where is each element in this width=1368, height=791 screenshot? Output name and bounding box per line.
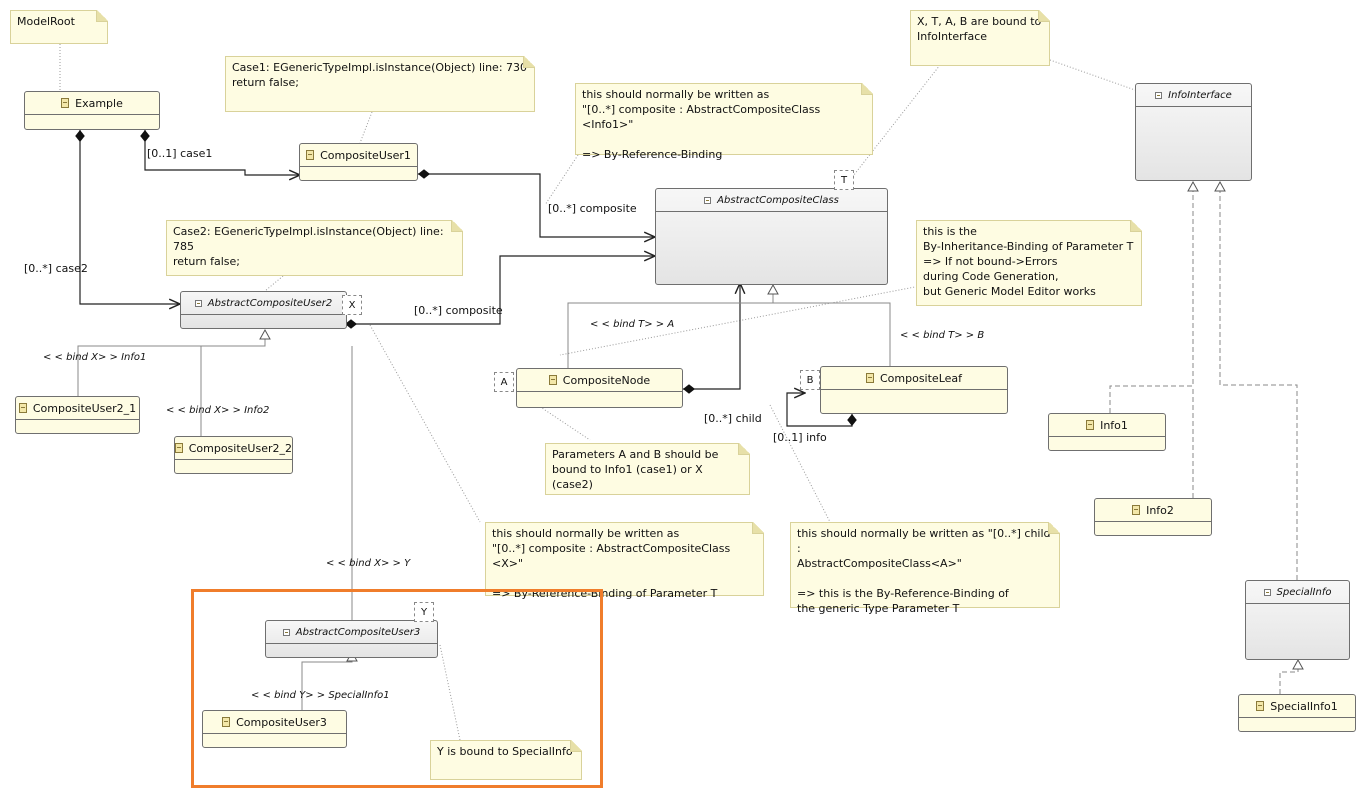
label-bind-x-info1: < < bind X> > Info1 [43,352,147,363]
label-bind-t-a: < < bind T> > A [590,319,675,330]
class-abstract-composite-class[interactable]: AbstractCompositeClass [655,188,888,285]
type-parameter-a: A [494,372,514,392]
note-case2: Case2: EGenericTypeImpl.isInstance(Objec… [166,220,463,276]
class-icon [306,150,315,160]
note-by-reference-binding-x: this should normally be written as "[0..… [485,522,764,600]
abstract-class-icon [704,196,712,204]
class-name: Info1 [1100,418,1128,432]
generalizations [77,283,891,710]
class-composite-user1[interactable]: CompositeUser1 [299,143,418,181]
label-bind-y-special-info1: < < bind Y> > SpecialInfo1 [251,690,390,701]
class-composite-user2-1[interactable]: CompositeUser2_1 [15,396,140,434]
label-bind-x-info2: < < bind X> > Info2 [166,405,270,416]
label-child-reference: [0..*] child [704,412,762,425]
label-bind-x-y: < < bind X> > Y [326,558,411,569]
class-special-info[interactable]: SpecialInfo [1245,580,1350,660]
class-name: AbstractCompositeUser2 [207,297,333,309]
class-example[interactable]: Example [24,91,160,130]
class-info1[interactable]: Info1 [1048,413,1166,451]
class-icon [222,717,231,727]
note-model-root: ModelRoot [10,10,108,44]
abstract-class-icon [282,628,290,636]
class-icon [61,98,70,108]
class-composite-node[interactable]: CompositeNode [516,368,683,408]
class-icon [175,443,183,453]
class-icon [865,373,874,383]
highlight-box [191,589,603,788]
class-name: SpecialInfo [1276,586,1332,598]
class-name: CompositeUser1 [320,148,411,162]
class-info-interface[interactable]: InfoInterface [1135,83,1252,181]
class-name: Info2 [1146,503,1174,517]
class-name: CompositeLeaf [879,371,963,385]
label-case1-reference: [0..1] case1 [147,147,213,160]
class-icon [1256,701,1265,711]
associations [80,130,852,427]
note-by-reference-binding-info1: this should normally be written as "[0..… [575,83,873,161]
class-name: CompositeUser2_2 [188,441,292,455]
note-by-reference-binding-child: this should normally be written as "[0..… [790,522,1060,615]
class-info2[interactable]: Info2 [1094,498,1212,536]
class-icon [1132,505,1141,515]
type-parameter-b: B [800,370,820,390]
abstract-class-icon [194,299,202,307]
note-by-inheritance-binding: this is the By-Inheritance-Binding of Pa… [916,220,1142,306]
class-composite-user3[interactable]: CompositeUser3 [202,710,347,748]
class-name: CompositeUser3 [236,715,327,729]
class-name: AbstractCompositeClass [717,194,839,206]
class-name: CompositeNode [562,373,651,387]
type-parameter-y: Y [414,602,434,622]
realizations [1109,180,1304,694]
class-name: SpecialInfo1 [1270,699,1338,713]
class-composite-leaf[interactable]: CompositeLeaf [820,366,1008,414]
note-y-bound: Y is bound to SpecialInfo [430,740,582,780]
class-icon [1086,420,1095,430]
class-name: CompositeUser2_1 [32,401,137,415]
note-parameters-a-b: Parameters A and B should be bound to In… [545,443,750,495]
note-bound-to-infointerface: X, T, A, B are bound to InfoInterface [910,10,1050,66]
class-special-info1[interactable]: SpecialInfo1 [1238,694,1356,732]
type-parameter-t: T [834,170,854,190]
class-name: InfoInterface [1168,89,1232,101]
label-composite-reference-2: [0..*] composite [414,304,503,317]
class-icon [548,375,557,385]
type-parameter-x: X [342,295,362,315]
interface-icon [1263,588,1271,596]
label-case2-reference: [0..*] case2 [24,262,88,275]
class-name: Example [75,96,123,110]
class-icon [18,403,27,413]
label-info-reference: [0..1] info [773,431,827,444]
note-case1: Case1: EGenericTypeImpl.isInstance(Objec… [225,56,535,112]
label-composite-reference-1: [0..*] composite [548,202,637,215]
class-composite-user2-2[interactable]: CompositeUser2_2 [174,436,293,474]
label-bind-t-b: < < bind T> > B [900,330,985,341]
class-name: AbstractCompositeUser3 [295,626,421,638]
class-abstract-composite-user3[interactable]: AbstractCompositeUser3 [265,620,438,658]
interface-icon [1155,91,1163,99]
class-abstract-composite-user2[interactable]: AbstractCompositeUser2 [180,291,347,329]
